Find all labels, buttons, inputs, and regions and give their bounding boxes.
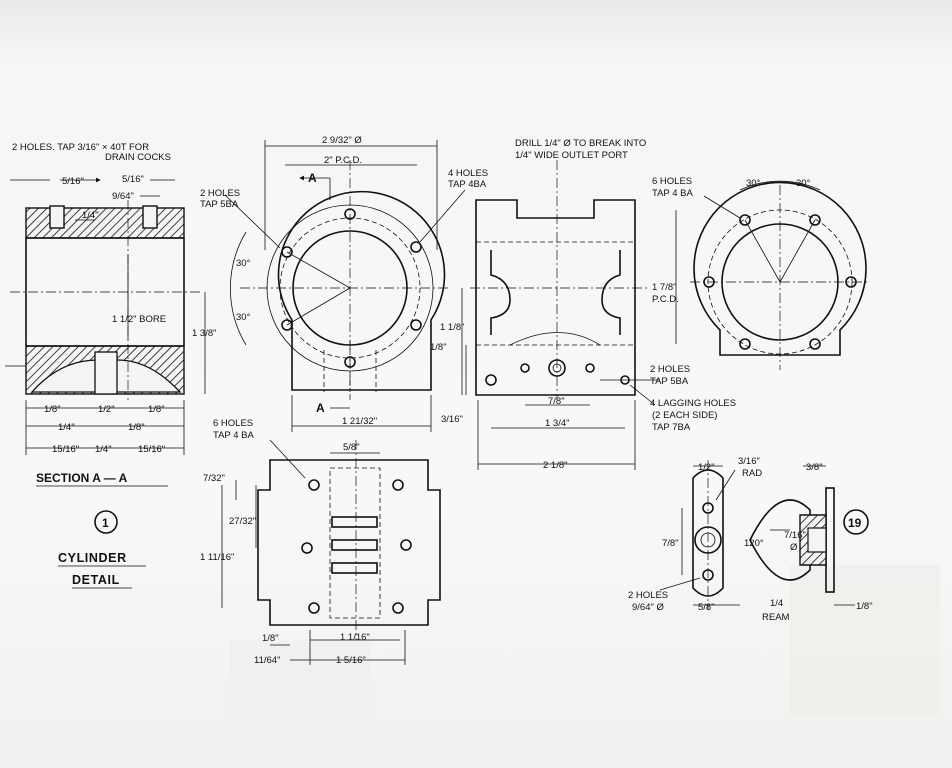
detail-number-circle xyxy=(843,509,869,535)
end-pcd-label: P.C.D. xyxy=(652,294,679,305)
two-holes-tap: TAP 5BA xyxy=(200,199,239,210)
part-number-circle xyxy=(94,510,118,534)
flange-dim-5-8: 5/8" xyxy=(698,602,715,613)
end-six-holes: 6 HOLES xyxy=(652,176,692,187)
title-block: 1 CYLINDER DETAIL xyxy=(58,510,146,589)
flange-rad-label: RAD xyxy=(742,468,762,479)
four-holes-note: 4 HOLES xyxy=(448,168,488,179)
dim-15-16-a: 15/16" xyxy=(52,444,79,455)
drain-note-2: DRAIN COCKS xyxy=(105,152,171,163)
dim-2-1-8: 2 1/8" xyxy=(543,460,568,471)
dim-1-8: 1/8" xyxy=(430,342,447,353)
plan-dim-5-8: 5/8" xyxy=(343,442,360,453)
plan-dim-1-11-16: 1 11/16" xyxy=(200,552,234,563)
front-width: 1 21/32" xyxy=(342,416,377,427)
title-line-2: DETAIL xyxy=(72,573,120,587)
flange-two-holes-dia: 9/64" Ø xyxy=(632,602,665,613)
dim-9-64: 9/64" xyxy=(112,191,134,202)
detail-number: 19 xyxy=(848,516,862,530)
dim-5-16-left: 5/16" xyxy=(62,176,84,187)
angle-bottom: 30° xyxy=(236,312,251,323)
flange-rad: 3/16" xyxy=(738,456,760,467)
plan-dim-27-32: 27/32" xyxy=(229,516,256,527)
dim-1-3-4: 1 3/4" xyxy=(545,418,570,429)
flange-dim-7-8: 7/8" xyxy=(662,538,679,549)
drill-note-2: 1/4" WIDE OUTLET PORT xyxy=(515,150,628,161)
plan-dim-1-5-16: 1 5/16" xyxy=(336,655,366,666)
bleed-through-text xyxy=(230,565,940,720)
plan-dim-11-64: 11/64" xyxy=(254,655,280,666)
two-holes-note: 2 HOLES xyxy=(200,188,240,199)
plan-dim-7-32: 7/32" xyxy=(203,473,225,484)
drill-note: DRILL 1/4" Ø TO BREAK INTO xyxy=(515,138,646,149)
lagging-note: 4 LAGGING HOLES xyxy=(650,398,736,409)
flange-dim-1-2: 1/2" xyxy=(698,462,715,473)
side-two-holes-tap: TAP 5BA xyxy=(650,376,689,387)
end-angle-a: 30° xyxy=(746,178,761,189)
flange-detail: 1/2" 3/16" RAD 7/8" 120° 7/16" Ø 2 HOLES… xyxy=(628,456,873,623)
side-two-holes: 2 HOLES xyxy=(650,364,690,375)
part-number: 1 xyxy=(102,516,109,530)
dim-1-2: 1/2" xyxy=(98,404,115,415)
flange-angle: 120° xyxy=(744,538,764,549)
flange-dim-7-16: 7/16" xyxy=(784,530,806,541)
dim-1-4-mid: 1/4" xyxy=(95,444,112,455)
dim-15-16-b: 15/16" xyxy=(138,444,165,455)
plan-dim-1-1-16: 1 1/16" xyxy=(340,632,370,643)
flange-dim-3-8: 3/8" xyxy=(806,462,823,473)
pcd-dim: 2" P.C.D. xyxy=(324,155,362,166)
bore-dim: 1 1/2" BORE xyxy=(112,314,166,325)
section-arrow-top: A xyxy=(308,171,317,185)
dim-1-8-b: 1/8" xyxy=(148,404,165,415)
section-label: SECTION A — A xyxy=(36,471,128,485)
end-angle-b: 30° xyxy=(796,178,811,189)
plan-view: 6 HOLES TAP 4 BA 5/8" 7/32" 27/32" 1 11/… xyxy=(200,418,441,666)
four-holes-tap: TAP 4BA xyxy=(448,179,487,190)
outer-diameter: 2 9/32" Ø xyxy=(322,135,362,146)
angle-top: 30° xyxy=(236,258,251,269)
height-dim: 1 3/8" xyxy=(192,328,217,339)
end-pcd: 1 7/8" xyxy=(652,282,677,293)
flange-two-holes: 2 HOLES xyxy=(628,590,668,601)
plan-six-holes-tap: TAP 4 BA xyxy=(213,430,254,441)
front-view: 2 9/32" Ø 2" P.C.D. A A 2 HOLES TAP 5BA … xyxy=(200,135,488,432)
section-arrow-bottom: A xyxy=(316,401,325,415)
dim-7-8: 7/8" xyxy=(548,396,565,407)
plan-six-holes: 6 HOLES xyxy=(213,418,253,429)
dim-5-16-right: 5/16" xyxy=(122,174,144,185)
dim-1-1-8: 1 1/8" xyxy=(440,322,465,333)
section-a-a-view: 2 HOLES. TAP 3/16" × 40T FOR DRAIN COCKS… xyxy=(5,142,217,487)
flange-ream: 1/4 xyxy=(770,598,783,609)
dim-1-8-a: 1/8" xyxy=(44,404,61,415)
end-view: 6 HOLES TAP 4 BA 30° 30° 1 7/8" P.C.D. xyxy=(652,176,870,370)
drain-note: 2 HOLES. TAP 3/16" × 40T FOR xyxy=(12,142,149,153)
end-six-holes-tap: TAP 4 BA xyxy=(652,188,693,199)
lagging-note-2: (2 EACH SIDE) xyxy=(652,410,717,421)
flange-ream-label: REAM xyxy=(762,612,790,623)
dim-3-16: 3/16" xyxy=(441,414,463,425)
flange-dim-1-8: 1/8" xyxy=(856,601,873,612)
title-line-1: CYLINDER xyxy=(58,551,127,565)
side-view: DRILL 1/4" Ø TO BREAK INTO 1/4" WIDE OUT… xyxy=(430,138,736,471)
plan-dim-1-8: 1/8" xyxy=(262,633,279,644)
dim-1-4-left: 1/4" xyxy=(58,422,75,433)
dim-1-4-top: 1/4" xyxy=(82,210,99,221)
flange-dim-7-16-sym: Ø xyxy=(790,542,798,553)
lagging-note-3: TAP 7BA xyxy=(652,422,691,433)
dim-1-8-c: 1/8" xyxy=(128,422,145,433)
